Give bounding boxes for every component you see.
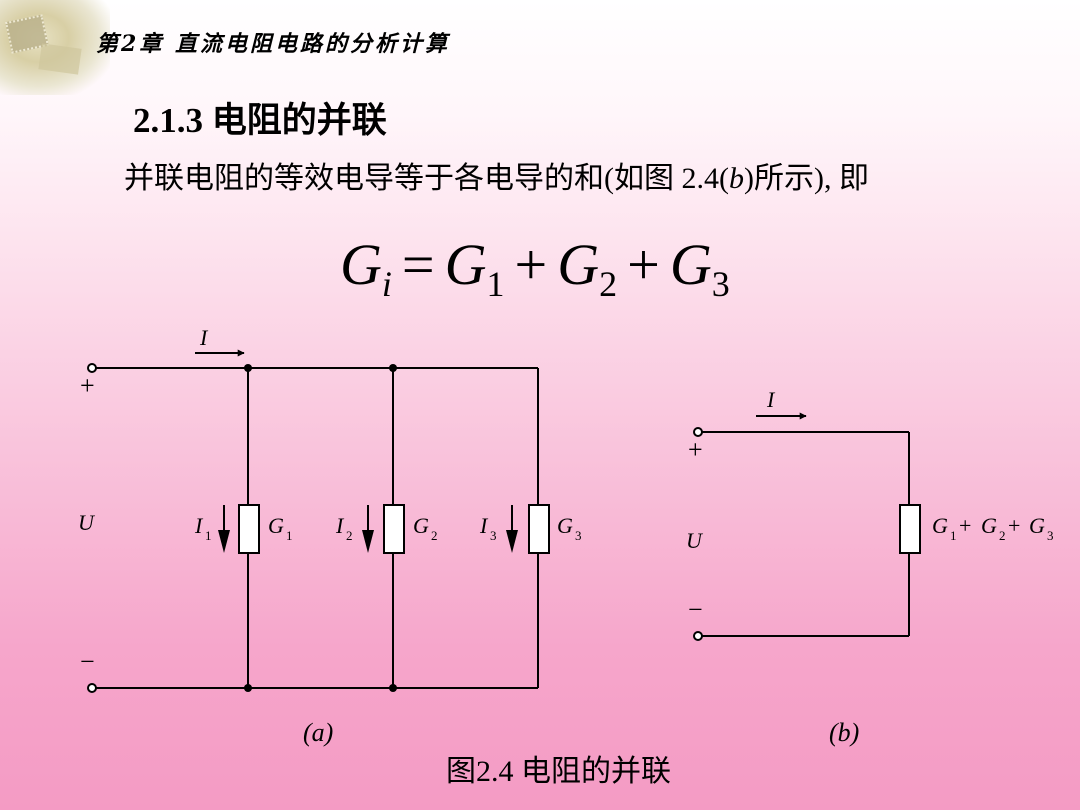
resistor-g2 — [383, 504, 405, 554]
terminal-minus-b — [693, 631, 703, 641]
current-label-i: I — [199, 325, 209, 350]
section-heading: 2.1.3 电阻的并联 — [133, 101, 387, 140]
junction-dot — [244, 364, 252, 372]
current-sub-i2: 2 — [346, 528, 353, 543]
formula-term3-symbol: G — [669, 232, 712, 297]
subfigure-caption-a: (a) — [303, 718, 333, 747]
intro-text-before: 并联电阻的等效电导等于各电导的和(如图 2.4( — [124, 162, 729, 195]
junction-dot — [244, 684, 252, 692]
intro-text-italic: b — [728, 162, 744, 195]
current-arrowhead-i1 — [218, 530, 230, 553]
current-label-i1: I — [194, 513, 204, 538]
minus-sign-a: − — [80, 647, 95, 676]
voltage-label-u-a: U — [78, 510, 96, 535]
formula-term3-sub: 3 — [711, 264, 730, 304]
formula-lhs-symbol: G — [340, 232, 382, 297]
equivalent-s1: 1 — [950, 528, 957, 543]
figure-b — [693, 412, 921, 641]
current-arrowhead-i2 — [362, 530, 374, 553]
conductance-sub-g2: 2 — [431, 528, 438, 543]
equivalent-conductance-formula: Gi=G1+G2+G3 — [340, 236, 730, 304]
conductance-sub-g3: 3 — [575, 528, 582, 543]
terminal-plus-a — [87, 363, 97, 373]
voltage-label-u-b: U — [686, 528, 704, 553]
intro-text-after: )所示), 即 — [743, 162, 869, 195]
subfigure-caption-b: (b) — [829, 718, 859, 747]
equivalent-resistor — [899, 504, 921, 554]
terminal-minus-a — [87, 683, 97, 693]
figure-b-labels: I + − U G 1 + G 2 + G 3 — [686, 387, 1054, 624]
formula-term1-symbol: G — [444, 232, 487, 297]
minus-sign-b: − — [688, 595, 703, 624]
chapter-title: 第2章 直流电阻电路的分析计算 — [96, 31, 450, 57]
junction-dot — [389, 364, 397, 372]
equivalent-p2: + — [1008, 513, 1020, 538]
formula-lhs-sub: i — [381, 264, 392, 304]
intro-text: 并联电阻的等效电导等于各电导的和(如图 2.4(b)所示), 即 — [124, 153, 869, 197]
conductance-sub-g1: 1 — [286, 528, 293, 543]
subfigure-captions: (a) (b) — [303, 718, 859, 747]
formula-term2-sub: 2 — [599, 264, 618, 304]
figure-a — [87, 349, 550, 693]
equivalent-g3: G — [1029, 513, 1045, 538]
formula-term1-sub: 1 — [486, 264, 505, 304]
current-label-i2: I — [335, 513, 345, 538]
plus-sign-a: + — [80, 371, 95, 400]
terminal-plus-b — [693, 427, 703, 437]
conductance-label-g3: G — [557, 513, 573, 538]
formula-plus-1: + — [514, 232, 548, 297]
resistor-g3 — [528, 504, 550, 554]
current-sub-i3: 3 — [490, 528, 497, 543]
equivalent-p1: + — [959, 513, 971, 538]
current-sub-i1: 1 — [205, 528, 212, 543]
conductance-label-g2: G — [413, 513, 429, 538]
formula-equals: = — [401, 232, 435, 297]
plus-sign-b: + — [688, 435, 703, 464]
equivalent-s2: 2 — [999, 528, 1006, 543]
corner-decoration-image — [0, 0, 110, 95]
equivalent-g1: G — [932, 513, 948, 538]
conductance-label-g1: G — [268, 513, 284, 538]
current-label-i-b: I — [766, 387, 776, 412]
resistor-g1 — [238, 504, 260, 554]
current-arrowhead-i3 — [506, 530, 518, 553]
formula-plus-2: + — [627, 232, 660, 297]
junction-dot — [389, 684, 397, 692]
figure-a-labels: I + − U I 1 G 1 I 2 G 2 I 3 G 3 — [78, 325, 582, 676]
current-label-i3: I — [479, 513, 489, 538]
equivalent-g2: G — [981, 513, 997, 538]
equivalent-s3: 3 — [1047, 528, 1054, 543]
formula-term2-symbol: G — [557, 232, 600, 297]
figure-caption: 图2.4 电阻的并联 — [446, 755, 671, 788]
